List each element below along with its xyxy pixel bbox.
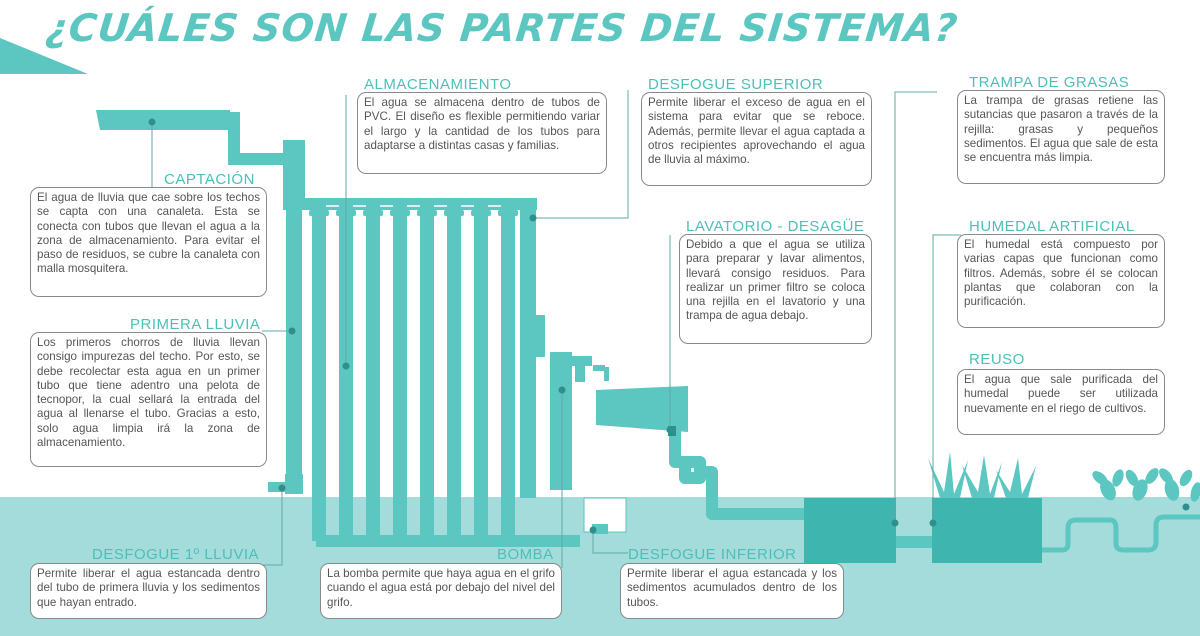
plants <box>928 452 1200 502</box>
text-desfogue-superior: Permite liberar el exceso de agua en el … <box>648 96 865 167</box>
connector <box>896 536 936 548</box>
text-bomba: La bomba permite que haya agua en el gri… <box>327 567 555 609</box>
text-lavatorio: Debido a que el agua se utiliza para pre… <box>686 238 865 323</box>
heading-desfogue-1-lluvia: DESFOGUE 1º LLUVIA <box>92 546 260 563</box>
bottom-drain <box>592 524 608 534</box>
box-primera-lluvia: Los primeros chorros de lluvia llevan co… <box>30 332 267 467</box>
box-desfogue-superior: Permite liberar el exceso de agua en el … <box>641 92 872 186</box>
box-reuso: El agua que sale purificada del humedal … <box>957 369 1165 435</box>
text-reuso: El agua que sale purificada del humedal … <box>964 373 1158 415</box>
heading-desfogue-inferior: DESFOGUE INFERIOR <box>628 546 797 563</box>
drain-pipe <box>669 430 815 520</box>
box-humedal: El humedal está compuesto por varias cap… <box>957 234 1165 328</box>
box-bomba: La bomba permite que haya agua en el gri… <box>320 563 562 619</box>
reuse-pipe <box>1042 514 1200 553</box>
storage-tubes <box>292 198 580 547</box>
text-humedal: El humedal está compuesto por varias cap… <box>964 238 1158 309</box>
box-desfogue-inferior: Permite liberar el agua estancada y los … <box>620 563 844 619</box>
gutter-pipe <box>96 110 305 494</box>
heading-reuso: REUSO <box>969 351 1025 368</box>
heading-humedal: HUMEDAL ARTIFICIAL <box>969 218 1135 235</box>
sink <box>596 386 688 432</box>
heading-lavatorio: LAVATORIO - DESAGÜE <box>686 218 865 235</box>
page-title: ¿CUÁLES SON LAS PARTES DEL SISTEMA? <box>43 6 961 50</box>
wetland <box>932 498 1042 563</box>
text-almacenamiento: El agua se almacena dentro de tubos de P… <box>364 96 600 152</box>
text-captacion: El agua de lluvia que cae sobre los tech… <box>37 191 260 276</box>
pump-tap <box>533 315 609 490</box>
heading-captacion: CAPTACIÓN <box>164 171 255 188</box>
leader-lines <box>151 90 961 568</box>
box-almacenamiento: El agua se almacena dentro de tubos de P… <box>357 92 607 174</box>
text-trampa-grasas: La trampa de grasas retiene las sutancia… <box>964 94 1158 165</box>
grease-trap <box>804 498 896 563</box>
text-desfogue-inferior: Permite liberar el agua estancada y los … <box>627 567 837 609</box>
heading-primera-lluvia: PRIMERA LLUVIA <box>130 316 261 333</box>
text-desfogue-1-lluvia: Permite liberar el agua estancada dentro… <box>37 567 260 609</box>
box-desfogue-1-lluvia: Permite liberar el agua estancada dentro… <box>30 563 267 619</box>
heading-almacenamiento: ALMACENAMIENTO <box>364 76 512 93</box>
heading-trampa-grasas: TRAMPA DE GRASAS <box>969 74 1130 91</box>
box-trampa-grasas: La trampa de grasas retiene las sutancia… <box>957 90 1165 184</box>
box-lavatorio: Debido a que el agua se utiliza para pre… <box>679 234 872 344</box>
heading-desfogue-superior: DESFOGUE SUPERIOR <box>648 76 824 93</box>
box-captacion: El agua de lluvia que cae sobre los tech… <box>30 187 267 297</box>
leader-dots <box>148 118 1190 534</box>
roof <box>0 38 88 74</box>
heading-bomba: BOMBA <box>497 546 554 563</box>
text-primera-lluvia: Los primeros chorros de lluvia llevan co… <box>37 336 260 450</box>
